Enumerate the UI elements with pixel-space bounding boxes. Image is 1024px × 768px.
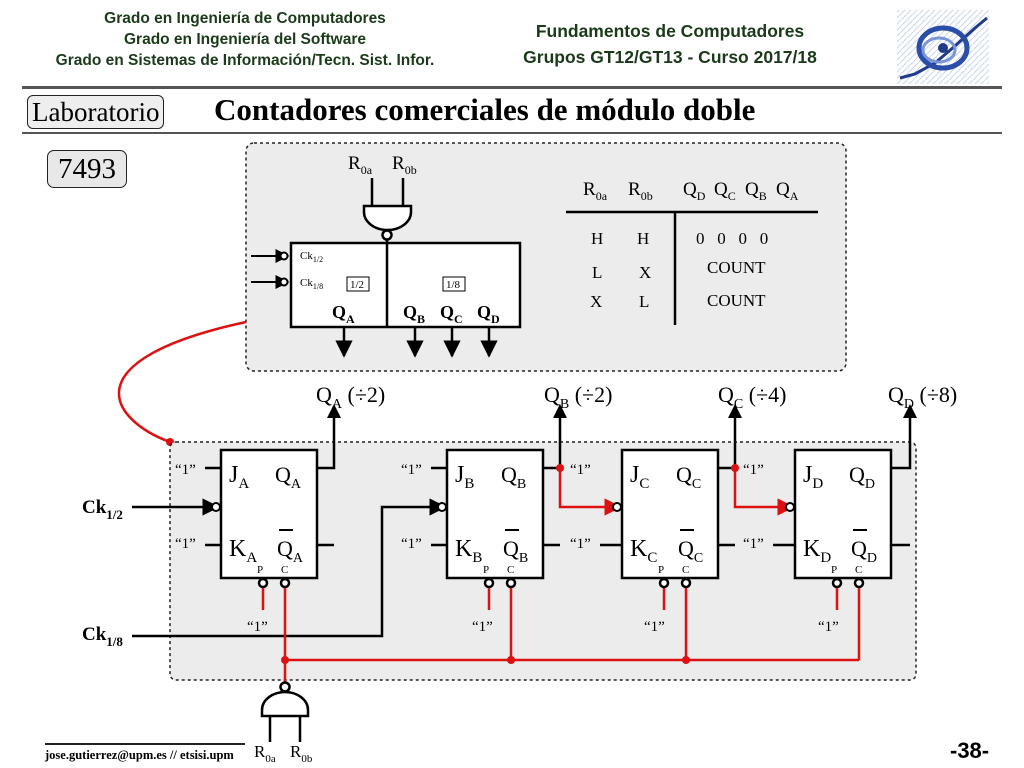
svg-text:KB: KB <box>455 536 482 566</box>
header-course: Fundamentos de Computadores Grupos GT12/… <box>470 18 870 70</box>
output-label-qb: QB (÷2) <box>544 382 612 412</box>
svg-text:C: C <box>855 564 862 576</box>
flip-flop-c: JC QC KC QC P C <box>620 448 720 580</box>
section-label: Laboratorio <box>27 95 165 129</box>
page-title: Contadores comerciales de módulo doble <box>214 92 756 127</box>
svg-text:“1”: “1” <box>401 462 422 478</box>
chip-output-qc: QC <box>440 302 463 326</box>
table-header: R0b <box>628 179 653 203</box>
divider-half: 1/2 <box>350 279 364 291</box>
svg-text:“1”: “1” <box>743 536 764 552</box>
bottom-reset-label: R0a <box>254 742 276 765</box>
svg-text:QA: QA <box>275 462 302 492</box>
svg-text:KA: KA <box>229 536 257 566</box>
clock-input-label: Ck1/8 <box>300 277 323 291</box>
svg-text:QC: QC <box>676 462 701 492</box>
flip-flop-b: JB QB KB QB P C <box>445 448 545 580</box>
bottom-reset-label: R0b <box>290 742 313 765</box>
svg-text:“1”: “1” <box>472 619 493 635</box>
table-cell: COUNT <box>707 258 766 277</box>
svg-text:KD: KD <box>803 536 831 566</box>
reset-input-label: R0a <box>348 153 373 177</box>
table-cell: COUNT <box>707 291 766 310</box>
output-label-qd: QD (÷8) <box>888 382 957 412</box>
table-header: R0a <box>583 179 608 203</box>
table-cell: 0 0 0 0 <box>696 229 768 248</box>
flip-flop-a: JA QA KA QA P C <box>219 448 319 580</box>
svg-text:JB: JB <box>455 462 474 492</box>
table-cell: L <box>639 292 649 311</box>
svg-text:QB: QB <box>503 536 528 566</box>
chip-body <box>289 241 522 329</box>
svg-text:QD: QD <box>851 536 877 566</box>
svg-text:C: C <box>507 564 514 576</box>
degree-line: Grado en Ingeniería de Computadores <box>104 10 386 27</box>
chip-output-qd: QD <box>477 302 500 326</box>
header-degrees: Grado en Ingeniería de Computadores Grad… <box>10 8 480 71</box>
svg-text:P: P <box>658 564 664 576</box>
bottom-nand-gate <box>260 690 310 718</box>
svg-text:QD: QD <box>849 462 875 492</box>
course-groups: Grupos GT12/GT13 - Curso 2017/18 <box>523 47 817 67</box>
title-divider <box>22 132 1002 134</box>
table-cell: L <box>592 263 602 282</box>
chip-output-qa: QA <box>332 302 355 326</box>
svg-text:KC: KC <box>630 536 657 566</box>
header-divider <box>22 86 1002 89</box>
truth-table: R0a R0b QD QC QB QA H H 0 0 0 0 L X COUN… <box>566 179 818 325</box>
svg-text:“1”: “1” <box>175 462 196 478</box>
svg-text:C: C <box>682 564 689 576</box>
footer-divider <box>45 743 245 745</box>
clock-half-label: Ck1/2 <box>82 497 123 522</box>
logic-one-labels: “1” “1” “1” “1” “1” “1” “1” “1” “1” “1” … <box>175 462 839 635</box>
footer-email: jose.gutierrez@upm.es // etsisi.upm <box>45 748 234 762</box>
table-header: QD <box>683 179 706 203</box>
svg-text:“1”: “1” <box>401 536 422 552</box>
svg-text:QA: QA <box>277 536 304 566</box>
svg-text:“1”: “1” <box>570 462 591 478</box>
degree-line: Grado en Ingeniería del Software <box>123 31 367 48</box>
chip-name: 7493 <box>47 150 127 188</box>
svg-text:QB: QB <box>501 462 526 492</box>
svg-text:JC: JC <box>630 462 649 492</box>
table-cell: H <box>591 229 603 248</box>
output-label-qc: QC (÷4) <box>718 382 786 412</box>
degree-line: Grado en Sistemas de Información/Tecn. S… <box>55 52 435 69</box>
table-cell: X <box>639 263 651 282</box>
table-cell: X <box>590 292 602 311</box>
table-header: QA <box>776 179 799 203</box>
page-number: -38- <box>950 738 990 763</box>
reset-input-label: R0b <box>392 153 417 177</box>
chip-output-qb: QB <box>403 302 425 326</box>
svg-text:“1”: “1” <box>570 536 591 552</box>
table-cell: H <box>637 229 649 248</box>
svg-text:JA: JA <box>229 462 249 492</box>
svg-text:“1”: “1” <box>644 619 665 635</box>
svg-text:“1”: “1” <box>247 619 268 635</box>
zoom-connector <box>117 320 247 444</box>
svg-text:P: P <box>483 564 489 576</box>
table-header: QC <box>714 179 736 203</box>
course-name: Fundamentos de Computadores <box>535 21 805 41</box>
flip-flop-d: JD QD KD QD P C <box>793 448 893 580</box>
university-logo <box>897 10 989 84</box>
clock-eighth-label: Ck1/8 <box>82 624 123 649</box>
svg-text:C: C <box>281 564 288 576</box>
svg-text:“1”: “1” <box>743 462 764 478</box>
svg-text:P: P <box>831 564 837 576</box>
clock-input-label: Ck1/2 <box>300 250 323 264</box>
svg-text:P: P <box>257 564 263 576</box>
table-header: QB <box>745 179 767 203</box>
svg-text:“1”: “1” <box>175 536 196 552</box>
svg-text:“1”: “1” <box>818 619 839 635</box>
divider-eighth: 1/8 <box>446 279 461 291</box>
svg-text:JD: JD <box>803 462 823 492</box>
output-label-qa: QA (÷2) <box>316 382 385 412</box>
svg-text:QC: QC <box>678 536 703 566</box>
